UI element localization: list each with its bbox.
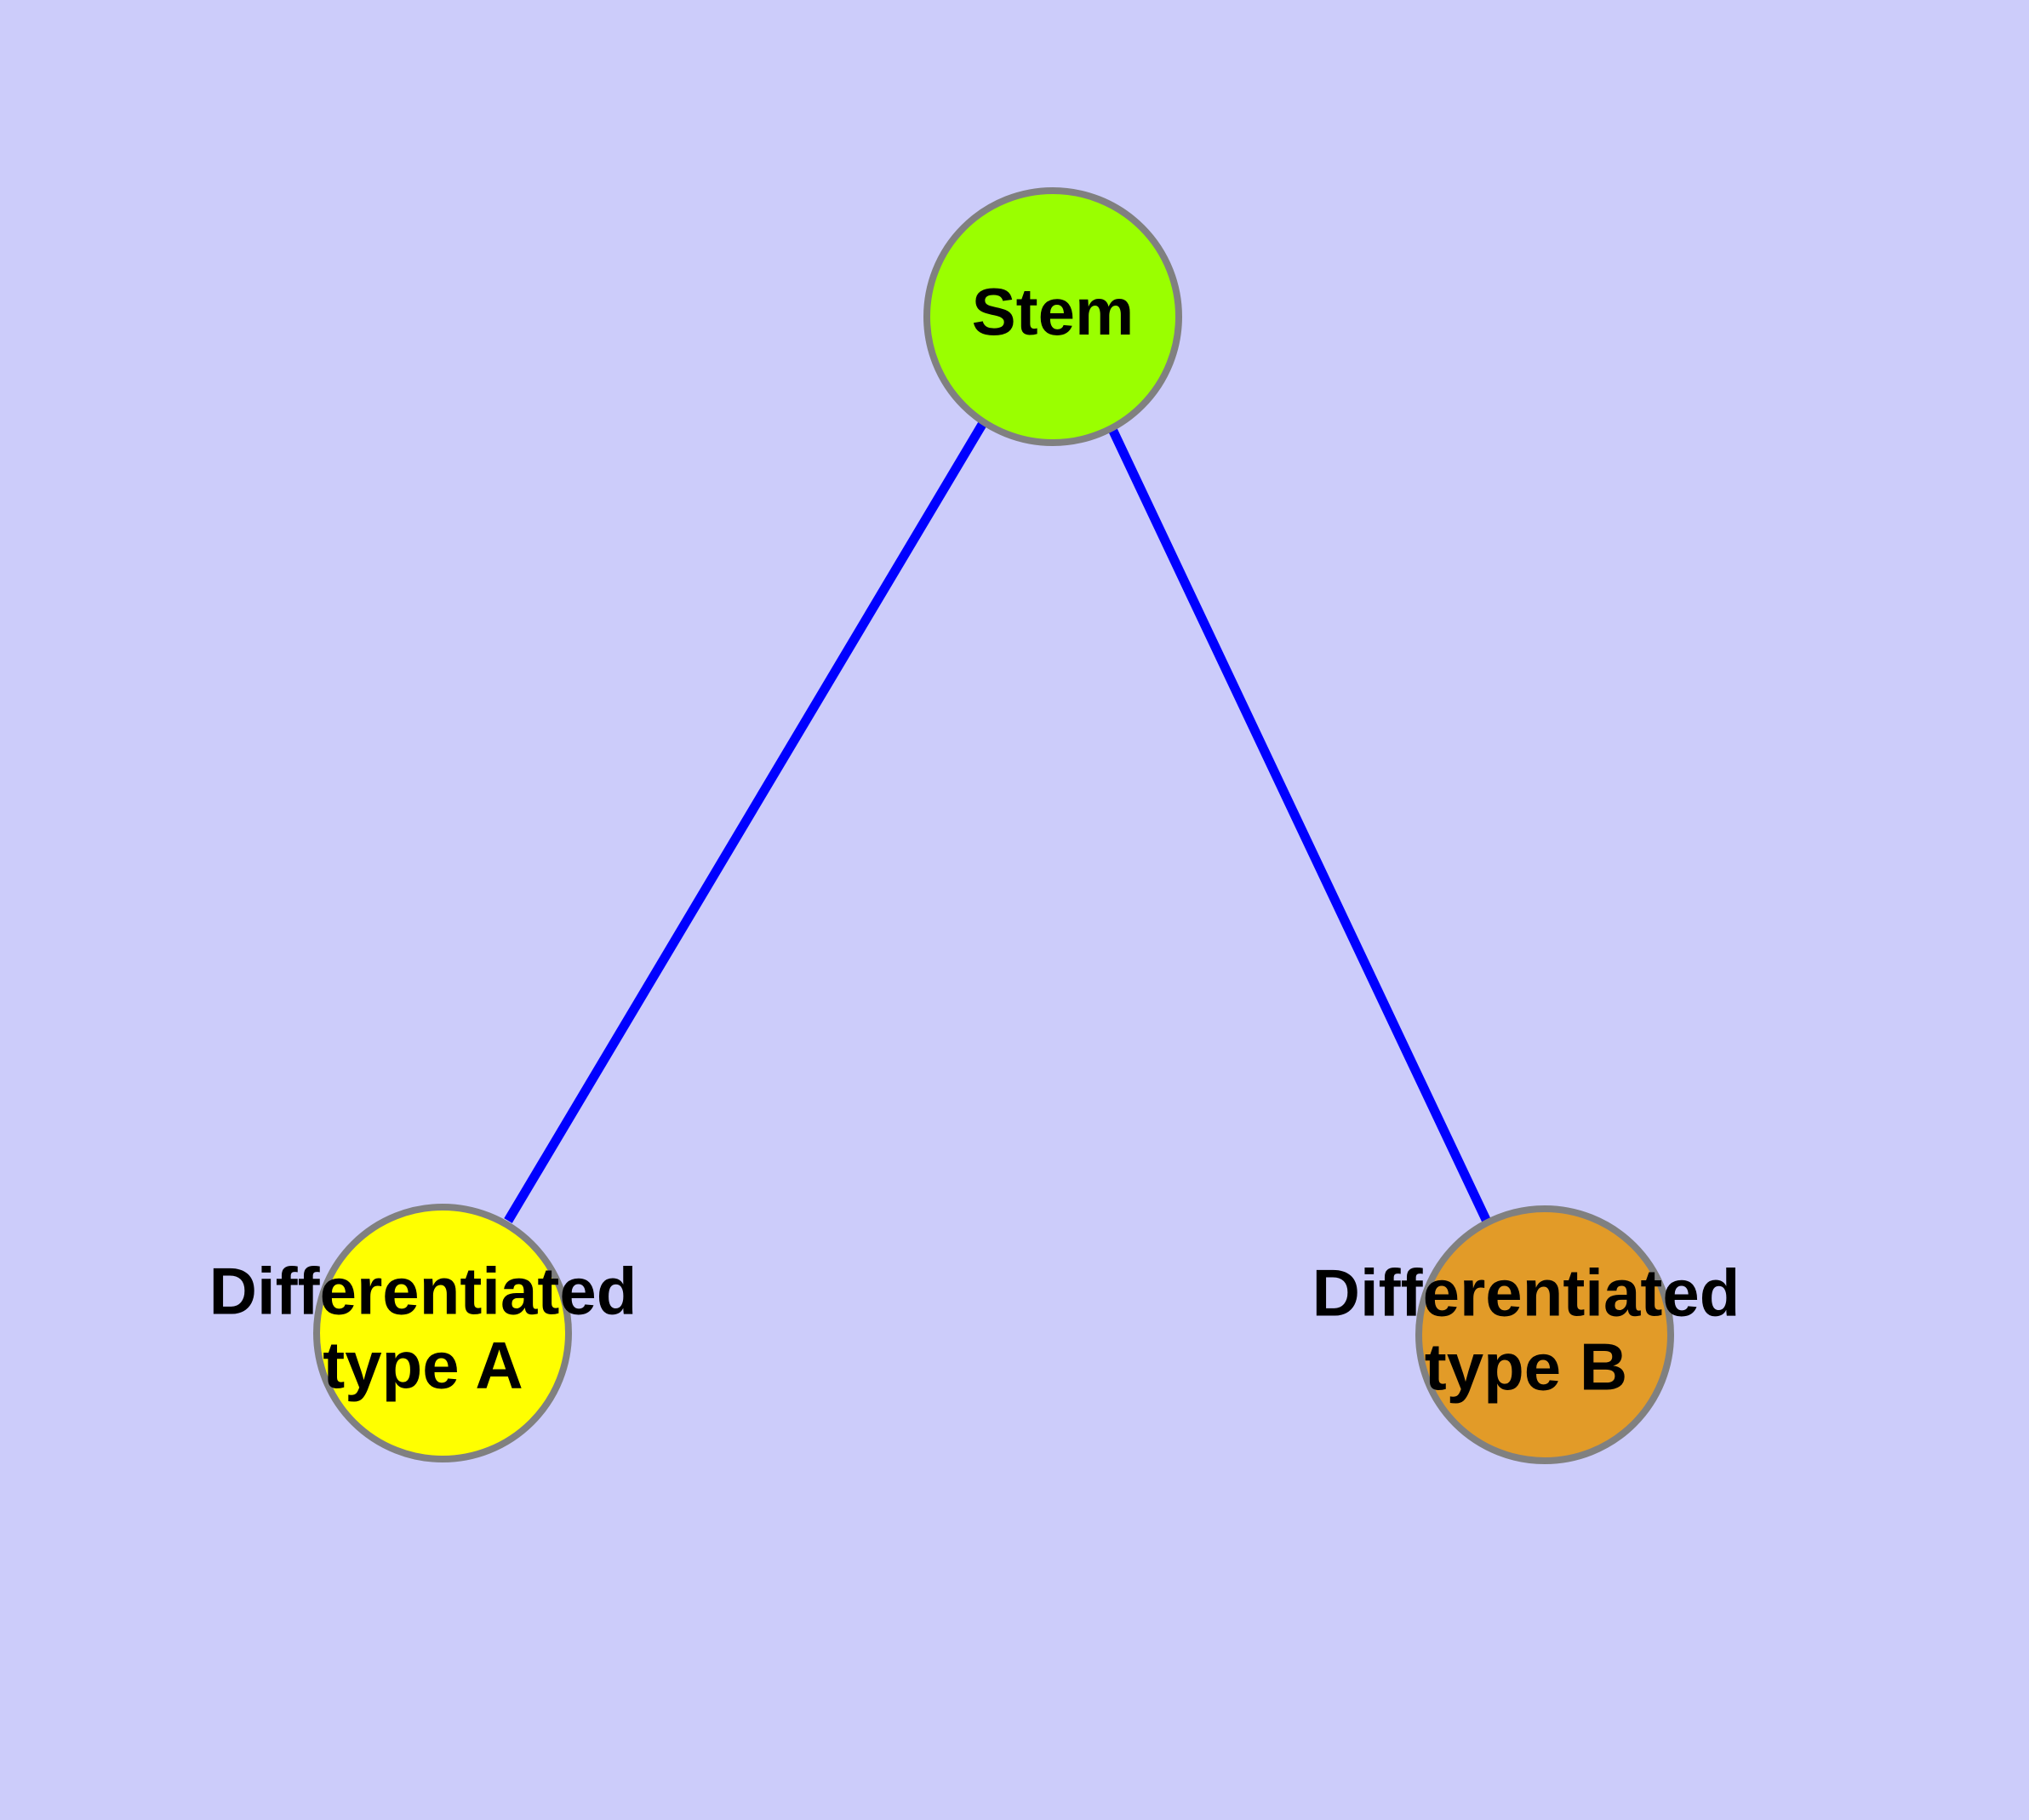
node-stem-label: Stem [972,274,1135,349]
edge-stem-to-diff-b[interactable] [1106,423,1492,1226]
node-stem[interactable]: Stem [923,187,1182,446]
node-differentiated-type-a-circle[interactable] [313,1204,572,1462]
node-differentiated-type-b-circle[interactable] [1415,1205,1674,1464]
edges-group [504,421,1492,1226]
node-stem-circle[interactable] [923,187,1182,446]
edge-stem-to-diff-a[interactable] [504,421,987,1223]
